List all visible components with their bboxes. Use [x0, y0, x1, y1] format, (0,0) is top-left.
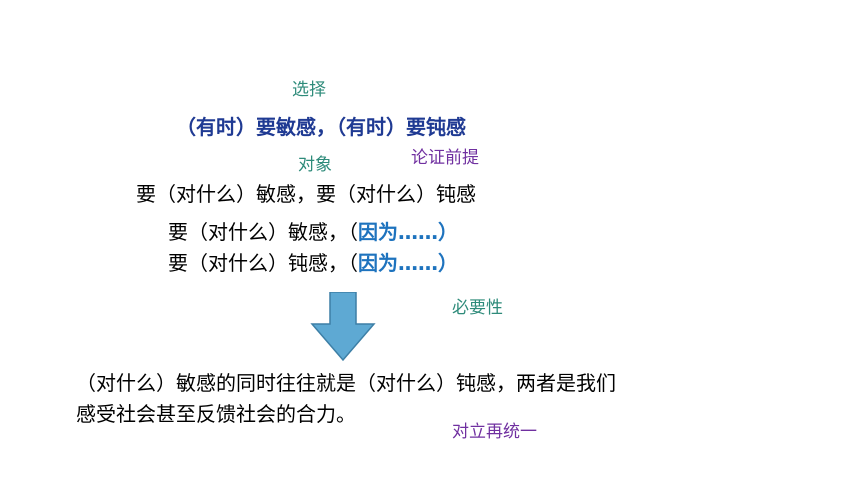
because-dull: 因为: [358, 251, 398, 275]
ellipsis-sensitive: ……）: [398, 220, 458, 244]
reason-sensitive-prefix: 要（对什么）敏感，（: [168, 220, 358, 244]
label-premise: 论证前提: [411, 148, 479, 168]
down-arrow-icon: [310, 292, 376, 362]
ellipsis-dull: ……）: [398, 251, 458, 275]
conclusion-line-1: （对什么）敏感的同时往往就是（对什么）钝感，两者是我们: [76, 371, 616, 395]
reason-line-dull: 要（对什么）钝感，（因为……）: [168, 253, 458, 273]
label-object: 对象: [298, 155, 332, 175]
reason-line-sensitive: 要（对什么）敏感，（因为……）: [168, 222, 458, 242]
conclusion-line-2: 感受社会甚至反馈社会的合力。: [76, 402, 356, 426]
label-unity: 对立再统一: [452, 422, 537, 442]
label-necessity: 必要性: [452, 298, 503, 318]
statement-what-sensitive: 要（对什么）敏感，要（对什么）钝感: [136, 182, 476, 206]
label-choose: 选择: [292, 80, 326, 100]
reason-dull-prefix: 要（对什么）钝感，（: [168, 251, 358, 275]
heading-sometimes-sensitive: （有时）要敏感，（有时）要钝感: [176, 115, 466, 139]
because-sensitive: 因为: [358, 220, 398, 244]
